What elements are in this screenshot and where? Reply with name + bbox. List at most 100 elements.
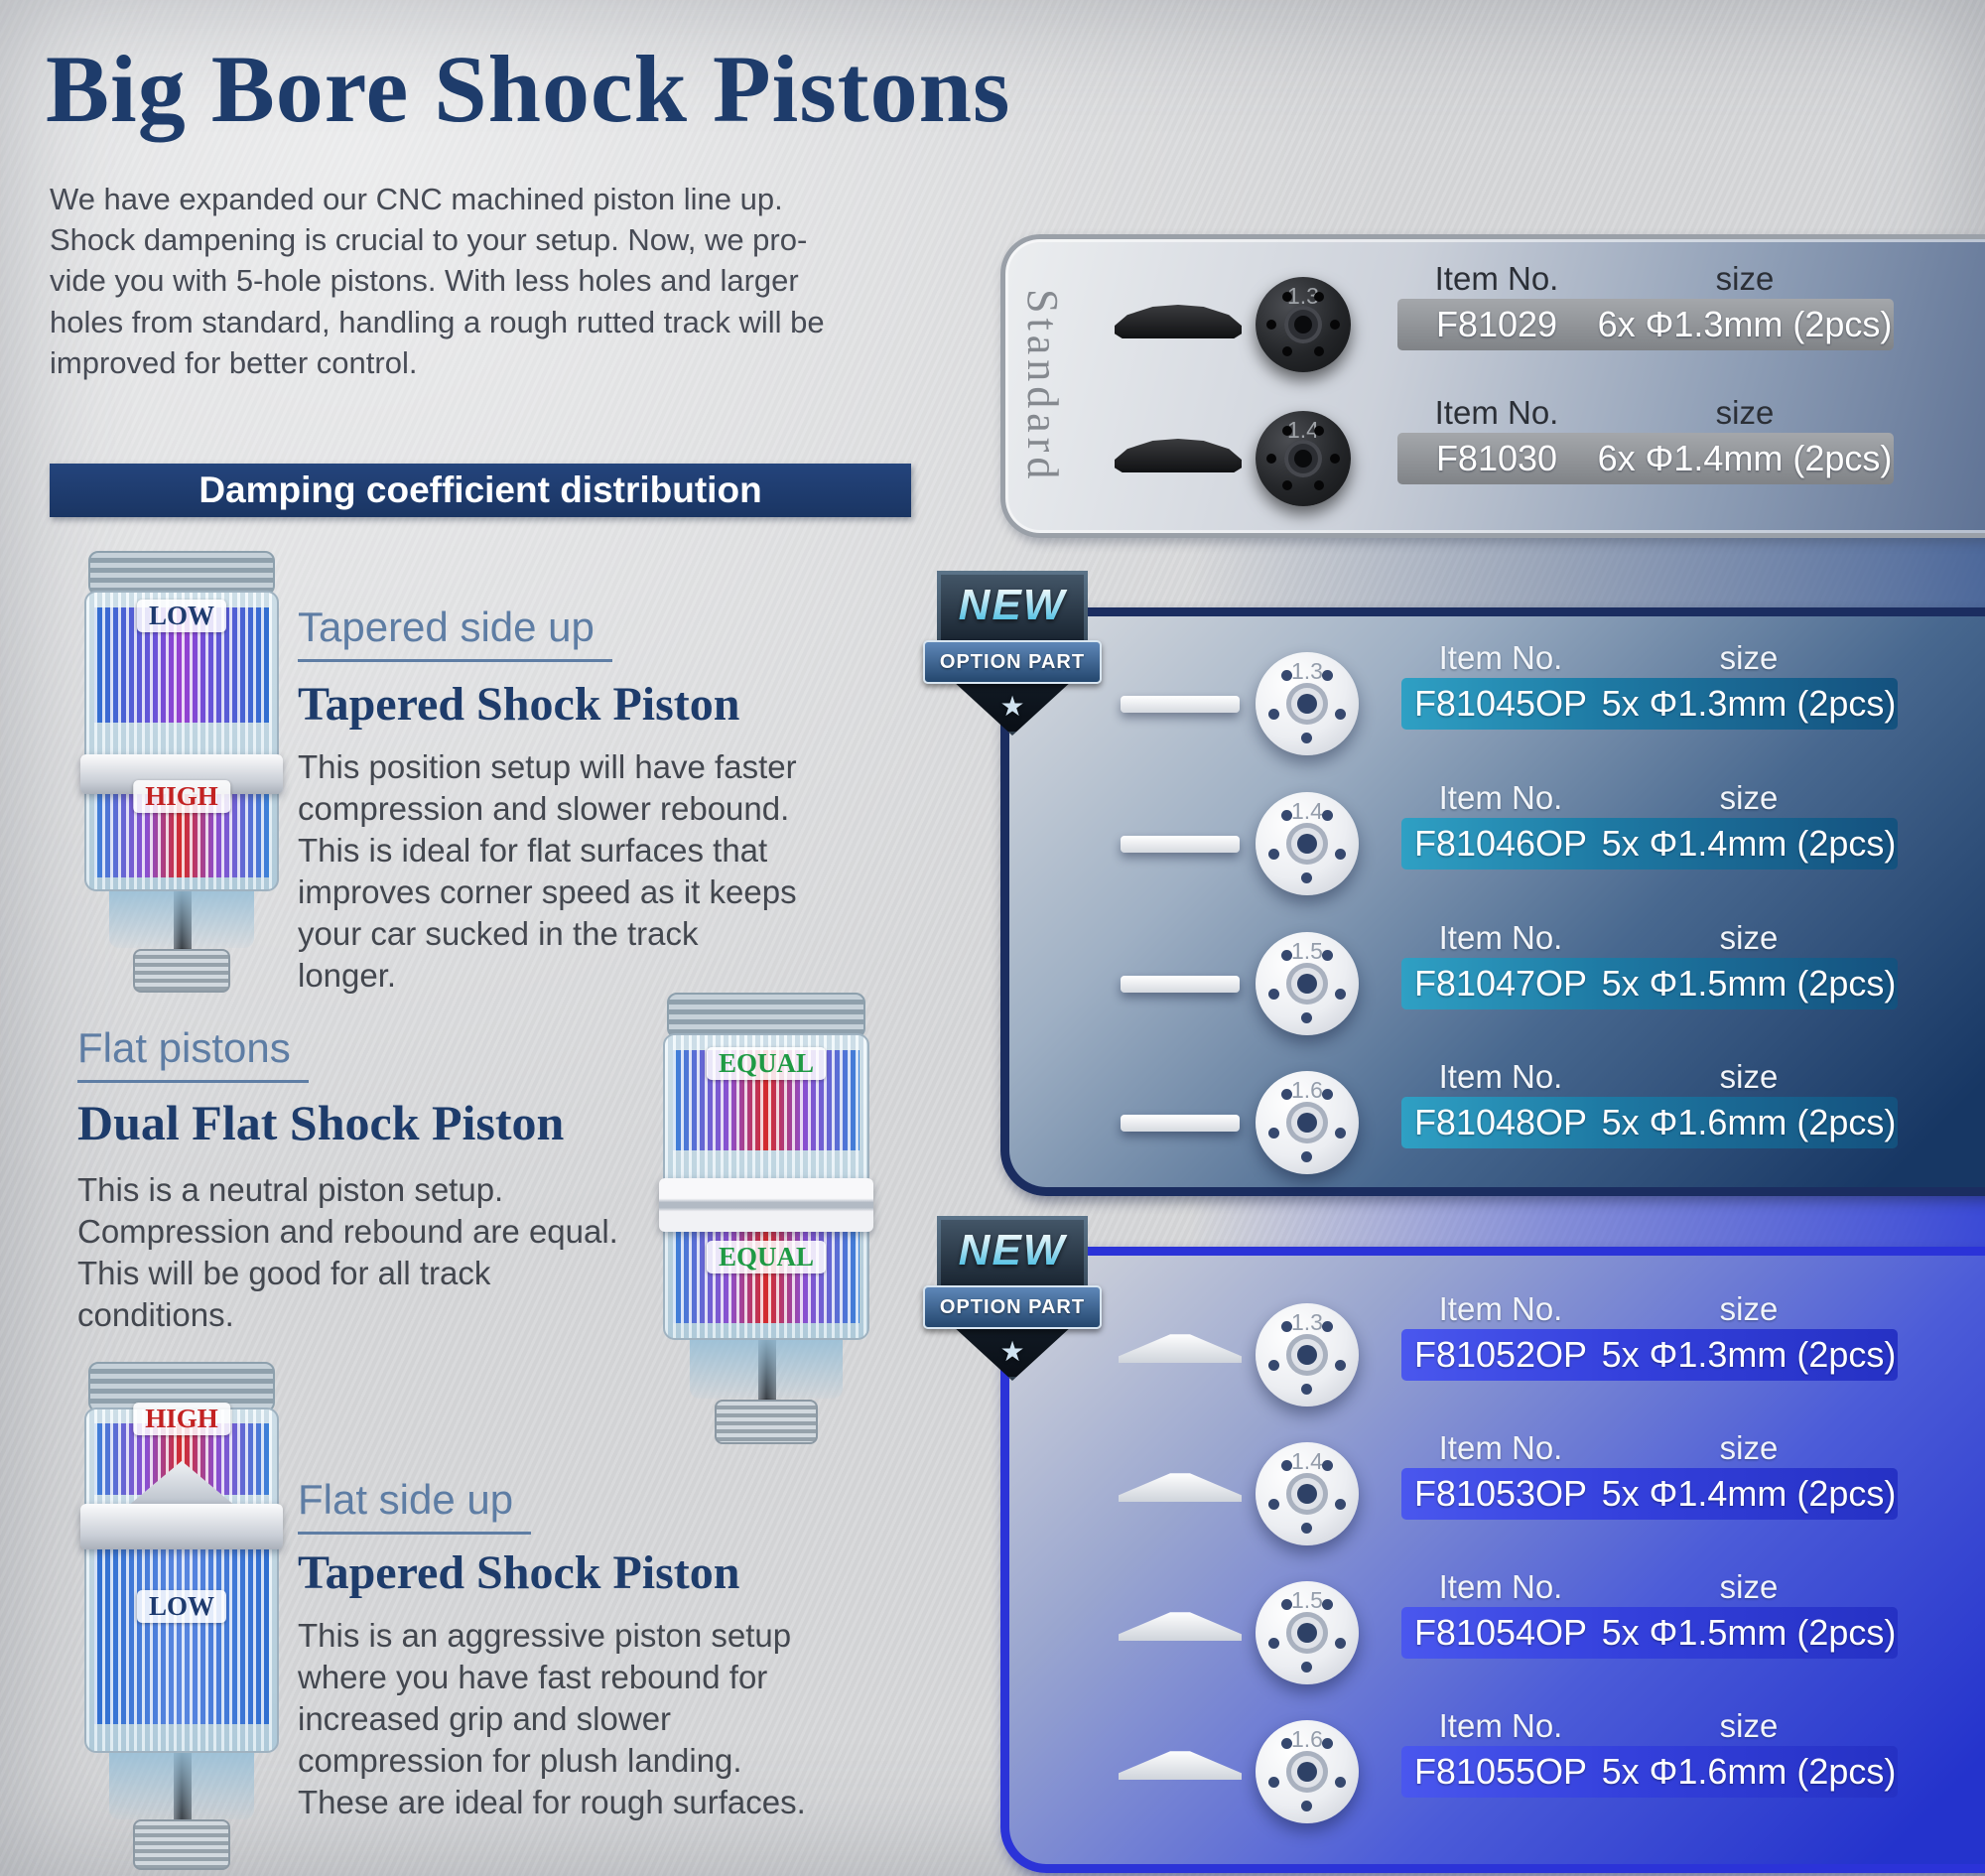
shock-absorber-illustration-tapered-up: LOW HIGH	[80, 551, 283, 993]
item-no-header: Item No.	[1438, 1707, 1563, 1744]
item-no-header: Item No.	[1438, 1290, 1563, 1327]
new-option-part-badge: NEW OPTION PART ★	[923, 1216, 1102, 1424]
piston-side-view-icon	[1119, 1473, 1242, 1502]
piston-holes-icon	[1281, 1599, 1292, 1610]
shock-nut	[133, 948, 230, 993]
option-parts-panel-1: 1.3 Item No. size F81045OP 5x Φ1.3mm (2p…	[1000, 607, 1985, 1196]
shock-cap	[667, 993, 865, 1038]
item-number: F81048OP	[1413, 1102, 1588, 1142]
piston-hole-diameter: 1.3	[1287, 282, 1319, 309]
new-label: NEW	[931, 1226, 1094, 1275]
size-header: size	[1719, 919, 1779, 956]
part-info: Item No. size F81045OP 5x Φ1.3mm (2pcs)	[1401, 638, 1898, 730]
part-number-bar: F81045OP 5x Φ1.3mm (2pcs)	[1401, 678, 1898, 730]
size-header: size	[1715, 394, 1775, 431]
piston-hub-icon	[1284, 306, 1322, 343]
piston-side-view-icon	[1119, 1751, 1242, 1780]
piston-hole-diameter: 1.4	[1287, 416, 1319, 443]
size-header: size	[1719, 639, 1779, 676]
piston-side-view-icon	[1119, 1334, 1242, 1363]
part-row: 1.5 Item No. size F81054OP 5x Φ1.5mm (2p…	[1009, 1567, 1985, 1686]
shock-cap	[87, 551, 276, 596]
heading-dual-flat-shock-piston: Dual Flat Shock Piston	[77, 1095, 565, 1150]
shock-shaft-fade	[690, 1340, 843, 1400]
part-row: 1.4 Item No. size F81030 6x Φ1.4mm (2pcs…	[1005, 393, 1985, 512]
piston-plate	[80, 1504, 283, 1550]
piston-top-view-icon: 1.3	[1256, 1303, 1359, 1407]
shock-shaft-fade	[109, 1753, 254, 1819]
piston-top-view-icon: 1.4	[1256, 411, 1351, 506]
part-row: 1.6 Item No. size F81055OP 5x Φ1.6mm (2p…	[1009, 1706, 1985, 1825]
part-number-bar: F81053OP 5x Φ1.4mm (2pcs)	[1401, 1468, 1898, 1520]
damping-label: LOW	[136, 599, 227, 632]
part-row: 1.3 Item No. size F81045OP 5x Φ1.3mm (2p…	[1009, 638, 1985, 757]
item-number: F81029	[1435, 304, 1558, 344]
piston-holes-icon	[1282, 292, 1292, 302]
damping-label: HIGH	[133, 1402, 230, 1435]
item-no-header: Item No.	[1438, 919, 1563, 956]
option-parts-panel-2: 1.3 Item No. size F81052OP 5x Φ1.3mm (2p…	[1000, 1247, 1985, 1873]
piston-hub-icon	[1286, 1751, 1328, 1793]
kicker-flat-pistons: Flat pistons	[77, 1024, 309, 1083]
page-title: Big Bore Shock Pistons	[46, 36, 1011, 142]
piston-hub-icon	[1286, 1473, 1328, 1515]
piston-holes-icon	[1281, 1460, 1292, 1471]
star-icon: ★	[999, 1336, 1025, 1367]
piston-hole-diameter: 1.3	[1291, 1309, 1323, 1336]
piston-hub-icon	[1286, 1334, 1328, 1376]
piston-hole-diameter: 1.4	[1291, 798, 1323, 825]
piston-holes-icon	[1282, 426, 1292, 436]
damping-band	[93, 1545, 270, 1724]
new-option-part-badge: NEW OPTION PART ★	[923, 571, 1102, 779]
item-size: 5x Φ1.6mm (2pcs)	[1601, 1102, 1897, 1142]
part-info: Item No. size F81048OP 5x Φ1.6mm (2pcs)	[1401, 1057, 1898, 1148]
item-number: F81052OP	[1413, 1334, 1588, 1375]
body-flat-up: This is an aggressive piston setup where…	[298, 1617, 806, 1820]
item-number: F81053OP	[1413, 1473, 1588, 1514]
part-row: 1.3 Item No. size F81029 6x Φ1.3mm (2pcs…	[1005, 259, 1985, 378]
piston-holes-icon	[1281, 1738, 1292, 1749]
piston-hole-diameter: 1.4	[1291, 1448, 1323, 1475]
part-number-bar: F81052OP 5x Φ1.3mm (2pcs)	[1401, 1329, 1898, 1381]
shock-absorber-illustration-dual-flat: EQUAL EQUAL	[658, 993, 874, 1444]
size-header: size	[1719, 1429, 1779, 1466]
item-number: F81045OP	[1413, 683, 1588, 724]
piston-hub-icon	[1286, 1612, 1328, 1654]
item-no-header: Item No.	[1438, 1568, 1563, 1605]
part-number-bar: F81055OP 5x Φ1.6mm (2pcs)	[1401, 1746, 1898, 1798]
item-no-header: Item No.	[1438, 779, 1563, 816]
item-size: 5x Φ1.5mm (2pcs)	[1601, 963, 1897, 1004]
option-part-ribbon: OPTION PART	[923, 640, 1102, 684]
damping-label: LOW	[136, 1590, 227, 1624]
part-number-bar: F81046OP 5x Φ1.4mm (2pcs)	[1401, 818, 1898, 870]
part-number-bar: F81047OP 5x Φ1.5mm (2pcs)	[1401, 958, 1898, 1009]
item-size: 5x Φ1.3mm (2pcs)	[1601, 1334, 1897, 1375]
piston-side-view-icon	[1119, 1612, 1242, 1641]
shock-barrel	[84, 1407, 279, 1754]
part-info: Item No. size F81054OP 5x Φ1.5mm (2pcs)	[1401, 1567, 1898, 1659]
body-tapered-up: This position setup will have faster com…	[298, 748, 797, 994]
heading-tapered-shock-piston-2: Tapered Shock Piston	[298, 1546, 740, 1599]
piston-hole-diameter: 1.6	[1291, 1726, 1323, 1753]
new-label: NEW	[931, 581, 1094, 630]
size-header: size	[1719, 1568, 1779, 1605]
kicker-flat-side-up: Flat side up	[298, 1476, 532, 1535]
piston-top-view-icon: 1.4	[1256, 792, 1359, 895]
shock-absorber-illustration-flat-up: HIGH LOW	[80, 1362, 283, 1870]
item-number: F81047OP	[1413, 963, 1588, 1004]
shock-nut	[715, 1399, 818, 1444]
part-number-bar: F81029 6x Φ1.3mm (2pcs)	[1397, 299, 1894, 350]
item-number: F81030	[1435, 438, 1558, 478]
option-part-ribbon: OPTION PART	[923, 1285, 1102, 1329]
size-header: size	[1719, 1290, 1779, 1327]
piston-top-view-icon: 1.6	[1256, 1071, 1359, 1174]
item-size: 5x Φ1.6mm (2pcs)	[1601, 1751, 1897, 1792]
piston-hole-diameter: 1.3	[1291, 658, 1323, 685]
intro-text: We have expanded our CNC machined piston…	[50, 182, 825, 380]
piston-hub-icon	[1286, 823, 1328, 865]
piston-hole-diameter: 1.5	[1291, 938, 1323, 965]
part-info: Item No. size F81055OP 5x Φ1.6mm (2pcs)	[1401, 1706, 1898, 1798]
part-number-bar: F81048OP 5x Φ1.6mm (2pcs)	[1401, 1097, 1898, 1148]
size-header: size	[1719, 779, 1779, 816]
